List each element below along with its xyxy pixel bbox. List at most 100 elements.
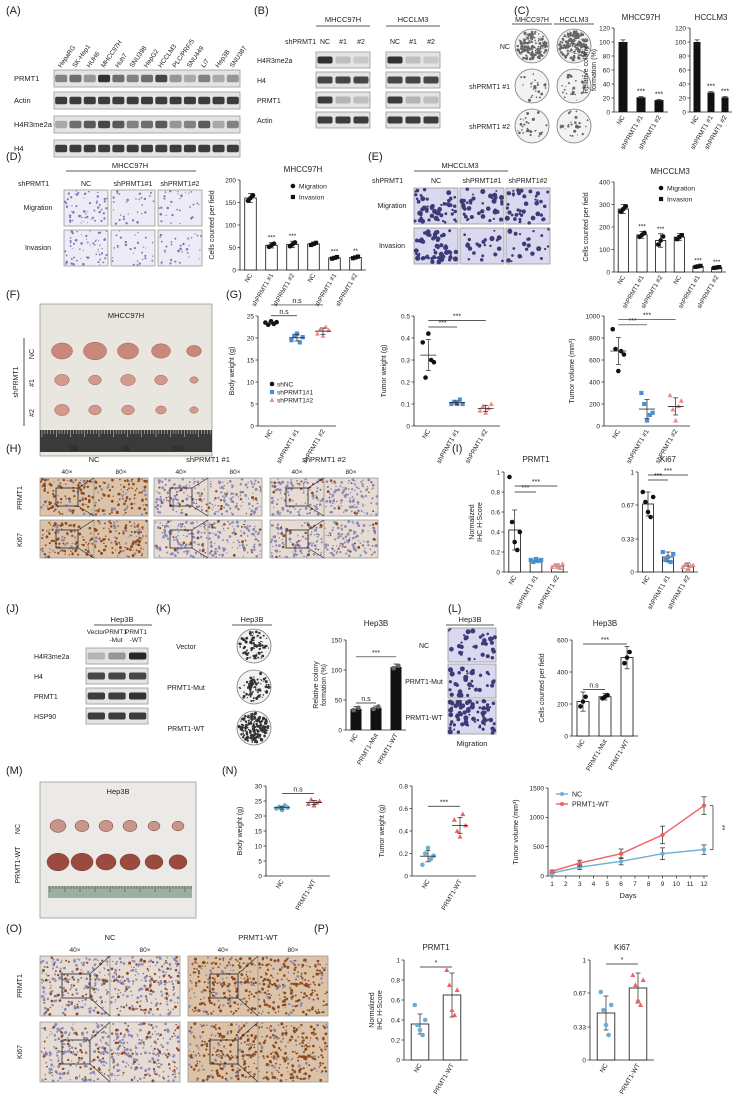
zoom-line	[89, 997, 111, 1017]
ihc-image-80x-nucleus	[308, 1045, 311, 1048]
ihc-image-40x-nucleus	[294, 549, 297, 553]
ihc-image-40x-nucleus	[66, 1071, 70, 1075]
ihc-image-80x-nucleus	[157, 1038, 159, 1040]
colony-dish-colony	[537, 40, 539, 42]
colony-dish-colony	[537, 37, 540, 40]
ihc-image-40x-nucleus	[315, 490, 319, 493]
ihc-image-80x-nucleus	[253, 483, 256, 486]
ihc-image-80x-nucleus	[361, 529, 365, 532]
ihc-image-80x-nucleus	[223, 529, 225, 532]
ihc-image-40x-nucleus	[61, 1072, 65, 1076]
ihc-image-40x-nucleus	[241, 981, 244, 984]
ihc-image-80x-nucleus	[110, 1072, 114, 1076]
ihc-image-80x-nucleus	[128, 555, 130, 558]
blot-b-1-1-band	[423, 76, 439, 84]
ihc-image-80x-nucleus	[374, 545, 377, 548]
transwell-image-cell	[170, 222, 172, 224]
ihc-image-80x-nucleus	[132, 482, 135, 486]
ihc-image-40x-nucleus	[307, 549, 311, 553]
colony-dish-colony	[534, 51, 537, 54]
ihc-image-80x-nucleus	[136, 530, 139, 533]
ihc-image-80x-nucleus	[112, 1066, 115, 1068]
colony-dish-colony	[531, 41, 534, 44]
transwell-image-cell	[470, 679, 474, 683]
colony-dish-colony	[580, 80, 584, 84]
ihc-image-80x-nucleus	[114, 1032, 118, 1036]
transwell-image-cell	[152, 255, 154, 257]
ihc-image-80x-nucleus	[123, 979, 126, 982]
ihc-image-80x-nucleus	[333, 507, 336, 510]
ihc-image-40x-nucleus	[54, 1070, 58, 1073]
ihc-image-80x-nucleus	[216, 550, 219, 552]
ihc-image-40x-nucleus	[246, 980, 249, 984]
ihc-image-80x-nucleus	[346, 549, 350, 552]
ihc-image-40x-nucleus	[205, 1042, 208, 1046]
ihc-image-40x-nucleus	[41, 1079, 44, 1082]
ihc-image-40x-nucleus	[244, 1076, 247, 1079]
transwell-image-cell	[82, 210, 86, 213]
ihc-image-80x-nucleus	[347, 482, 349, 484]
ihc-image-80x-nucleus	[262, 988, 264, 991]
ihc-image-80x-nucleus	[244, 483, 248, 487]
ihc-image-80x-nucleus	[156, 1048, 159, 1050]
ihc-image-80x-nucleus	[367, 530, 369, 532]
colony-dish-colony	[238, 642, 242, 646]
ihc-image-40x-nucleus	[217, 1006, 221, 1009]
ihc-image-40x-nucleus	[68, 1032, 71, 1034]
transwell-image-cell	[465, 670, 469, 673]
ihc-image-80x-nucleus	[251, 485, 255, 489]
transwell-image-cell	[97, 231, 100, 234]
ihc-image-40x-nucleus	[230, 1032, 232, 1034]
colony-dish-colony	[246, 739, 249, 742]
ihc-image-40x-nucleus	[56, 1030, 59, 1033]
colony-dish-colony	[262, 694, 265, 696]
colony-dish-colony	[247, 724, 250, 726]
ihc-image-80x-nucleus	[338, 545, 341, 548]
ihc-image-80x-nucleus	[126, 995, 129, 998]
ihc-image-40x-nucleus	[200, 1025, 203, 1028]
colony-dish-colony	[239, 687, 242, 689]
ihc-image-80x-nucleus	[212, 506, 215, 509]
colony-dish-colony	[250, 699, 253, 702]
ihc-image-80x-nucleus	[127, 536, 129, 538]
transwell-image-cell	[163, 197, 166, 200]
transwell-image-cell	[93, 244, 96, 246]
ihc-image-80x-nucleus	[244, 520, 247, 523]
ihc-image-80x-nucleus	[123, 1033, 126, 1036]
ihc-image-80x-nucleus	[309, 1053, 312, 1055]
ihc-image-80x-nucleus	[317, 1008, 320, 1011]
ihc-image-40x-nucleus	[82, 538, 85, 542]
ihc-image-80x-nucleus	[143, 959, 147, 963]
transwell-image-cell	[159, 233, 163, 237]
ihc-image-40x-nucleus	[168, 526, 170, 528]
colony-dish-colony	[582, 86, 586, 90]
transwell-image-cell	[534, 194, 538, 198]
transwell-image-cell	[526, 237, 530, 241]
ihc-image-40x-nucleus	[299, 482, 301, 485]
ihc-image-80x-nucleus	[331, 529, 334, 532]
transwell-image-cell	[196, 202, 198, 205]
ihc-image-40x-nucleus	[161, 501, 164, 504]
colony-dish-colony	[518, 39, 520, 41]
ihc-image-80x-nucleus	[227, 491, 229, 493]
ihc-image-80x-nucleus	[97, 491, 99, 493]
colony-dish-colony	[244, 727, 247, 730]
ihc-image-80x-nucleus	[136, 487, 138, 490]
ihc-image-40x-nucleus	[226, 964, 229, 967]
transwell-image-cell	[460, 722, 465, 727]
ihc-image-80x-nucleus	[124, 493, 127, 495]
ihc-image-40x-nucleus	[67, 1058, 70, 1062]
transwell-image-cell	[480, 719, 486, 725]
ihc-image-40x-nucleus	[291, 543, 295, 546]
ihc-image-80x-nucleus	[277, 961, 280, 963]
ihc-image-80x-nucleus	[360, 533, 363, 535]
ihc-image-40x-nucleus	[205, 1048, 208, 1051]
ihc-image-40x-nucleus	[187, 550, 190, 553]
ihc-image-40x-nucleus	[252, 1040, 256, 1043]
ihc-image-80x-nucleus	[353, 482, 356, 485]
ihc-image-80x-nucleus	[217, 519, 220, 523]
ihc-image-80x-nucleus	[223, 496, 226, 499]
ihc-image-80x-nucleus	[126, 1041, 129, 1044]
ihc-image-80x-nucleus	[375, 495, 379, 498]
ihc-image-40x-nucleus	[247, 994, 250, 997]
